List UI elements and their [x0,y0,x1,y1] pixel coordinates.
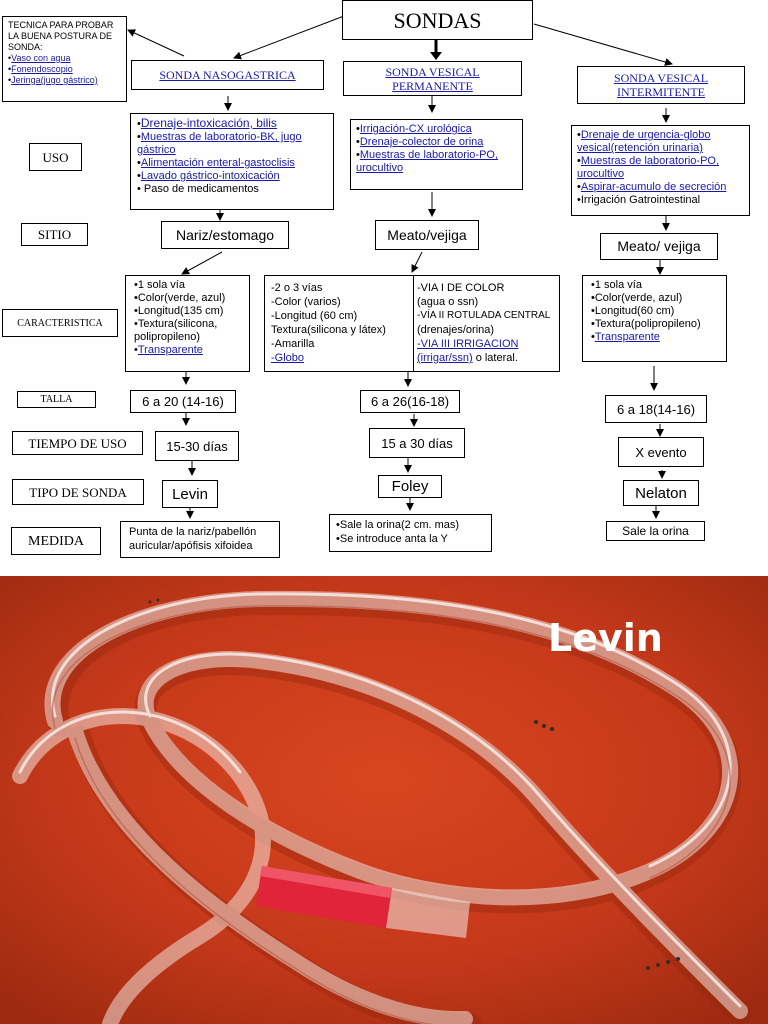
nasogastrica-sitio: Nariz/estomago [161,221,289,249]
nasogastrica-caracteristica-box: •1 sola vía •Color(verde, azul) •Longitu… [125,275,250,372]
nasogastrica-talla: 6 a 20 (14-16) [130,390,236,413]
intermitente-tipo: Nelaton [623,480,699,506]
permanente-caracteristica-left: -2 o 3 vías -Color (varios) -Longitud (6… [271,281,411,365]
levin-tube-photo: Levin [0,576,768,1024]
tecnica-item[interactable]: Jeringa(jugo gástrico) [11,75,98,85]
caracteristica-item: •Textura(polipropileno) [591,318,701,330]
uso-item[interactable]: Drenaje-intoxicación, bilis [140,116,277,130]
caracteristica-item[interactable]: -Globo [271,352,305,364]
intermitente-talla: 6 a 18(14-16) [605,395,707,423]
caracteristica-item: -2 o 3 vías [271,282,323,294]
arrow-sondas-to-nasogastrica [233,15,345,60]
row-label-sitio: SITIO [21,223,88,246]
nasogastrica-tiempo: 15-30 días [155,431,239,461]
uso-item[interactable]: Drenaje-colector de orina [359,136,484,148]
diagram-title: SONDAS [342,0,533,40]
intermitente-medida: Sale la orina [606,521,705,541]
tecnica-item[interactable]: Vaso con agua [11,53,71,63]
row-label-medida: MEDIDA [11,527,101,555]
permanente-medida-box: •Sale la orina(2 cm. mas) •Se introduce … [329,514,492,552]
uso-item[interactable]: Aspirar-acumulo de secreción [580,181,727,193]
caracteristica-item: (agua o ssn) [417,296,479,308]
caracteristica-item: -Amarilla [271,338,315,350]
row-label-talla: TALLA [17,391,96,408]
uso-item[interactable]: Drenaje de urgencia-globo vesical(retenc… [577,129,711,154]
uso-item[interactable]: Lavado gástrico-intoxicación [140,170,280,182]
caracteristica-item[interactable]: Transparente [594,331,660,343]
intermitente-sitio: Meato/ vejiga [600,233,718,260]
permanente-title[interactable]: SONDA VESICAL PERMANENTE [385,64,480,93]
permanente-title-box: SONDA VESICAL PERMANENTE [343,61,522,96]
permanente-uso-box: •Irrigación-CX urológica •Drenaje-colect… [350,119,523,190]
permanente-caracteristica-box: -2 o 3 vías -Color (varios) -Longitud (6… [264,275,560,372]
caracteristica-item: •1 sola vía [591,279,642,291]
uso-item[interactable]: Muestras de laboratorio-PO, urocultivo [577,155,720,180]
permanente-caracteristica-right: -VIA I DE COLOR (agua o ssn) -VÍA II ROT… [417,281,559,365]
nasogastrica-title-box: SONDA NASOGASTRICA [131,60,324,90]
intermitente-caracteristica-box: •1 sola vía •Color(verde, azul) •Longitu… [582,275,727,362]
intermitente-title-box: SONDA VESICAL INTERMITENTE [577,66,745,104]
arrow-to-tecnica [127,29,185,57]
levin-tube-drawing [0,576,768,1024]
red-connector [256,866,470,938]
uso-item: Irrigación Gatrointestinal [580,194,701,206]
caracteristica-item: Textura(silicona y látex) [271,324,386,336]
permanente-tipo: Foley [378,475,442,498]
permanente-tiempo: 15 a 30 días [369,428,465,458]
caracteristica-item[interactable]: Transparente [137,344,203,356]
uso-item[interactable]: Alimentación enteral-gastoclisis [140,157,295,169]
caracteristica-item: •Textura(silicona, polipropileno) [134,318,218,343]
sondas-diagram: SONDAS TECNICA PARA PROBAR LA BUENA POST… [2,0,750,558]
row-label-uso: USO [29,143,82,171]
caracteristica-item: -VIA I DE COLOR [417,282,505,294]
caracteristica-divider [413,276,414,371]
row-label-tipo: TIPO DE SONDA [12,479,144,505]
medida-item: •Se introduce anta la Y [336,533,448,545]
uso-item[interactable]: Muestras de laboratorio-BK, jugo gástric… [137,131,302,156]
caracteristica-item[interactable]: -VIA III IRRIGACION (irrigar/ssn) [417,338,519,364]
intermitente-tiempo: X evento [618,437,704,467]
permanente-talla: 6 a 26(16-18) [360,390,460,413]
arrow-sondas-to-permanente [430,52,442,60]
caracteristica-item: •1 sola vía [134,279,185,291]
caracteristica-item: -Longitud (60 cm) [271,310,358,322]
caracteristica-item: (drenajes/orina) [417,324,495,336]
uso-item[interactable]: Muestras de laboratorio-PO, urocultivo [356,149,499,174]
uso-item[interactable]: Irrigación-CX urológica [359,123,472,135]
nasogastrica-title[interactable]: SONDA NASOGASTRICA [159,67,296,82]
nasogastrica-medida: Punta de la nariz/pabellón auricular/apó… [120,521,280,558]
uso-item: Paso de medicamentos [143,183,259,195]
caracteristica-item: •Color(verde, azul) [134,292,226,304]
tecnica-box: TECNICA PARA PROBAR LA BUENA POSTURA DE … [2,16,127,102]
row-label-caracteristica: CARACTERISTICA [2,309,118,337]
tecnica-item[interactable]: Fonendoscopio [11,64,73,74]
nasogastrica-uso-box: •Drenaje-intoxicación, bilis •Muestras d… [130,113,334,210]
row-label-tiempo: TIEMPO DE USO [12,431,143,455]
arrow-sondas-to-intermitente [533,23,673,66]
medida-item: •Sale la orina(2 cm. mas) [336,519,460,531]
nasogastrica-tipo: Levin [162,480,218,508]
photo-label: Levin [548,616,663,660]
intermitente-uso-box: •Drenaje de urgencia-globo vesical(reten… [571,125,750,216]
permanente-sitio: Meato/vejiga [375,220,479,250]
caracteristica-item: •Longitud(60 cm) [591,305,675,317]
caracteristica-item: -VÍA II ROTULADA CENTRAL [417,310,551,321]
caracteristica-item: -Color (varios) [271,296,341,308]
caracteristica-item: •Longitud(135 cm) [134,305,224,317]
caracteristica-item: o lateral. [475,352,518,364]
tecnica-heading: TECNICA PARA PROBAR LA BUENA POSTURA DE … [8,20,114,52]
caracteristica-item: •Color(verde, azul) [591,292,683,304]
intermitente-title[interactable]: SONDA VESICAL INTERMITENTE [613,71,709,99]
